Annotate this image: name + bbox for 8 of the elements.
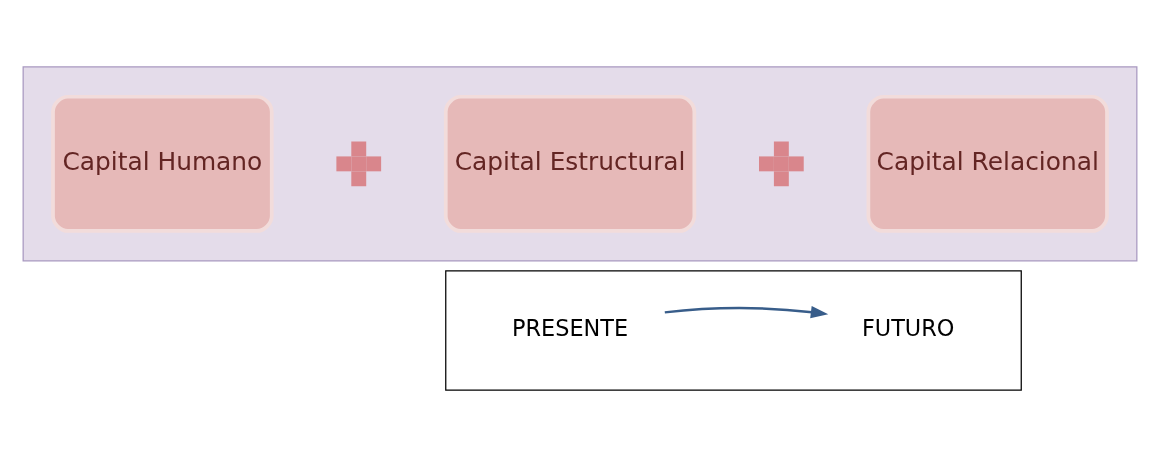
node-box: Capital Estructural bbox=[443, 94, 697, 233]
node-box: Capital Relacional bbox=[866, 94, 1109, 233]
cluster bbox=[22, 65, 1138, 261]
cluster bbox=[445, 269, 1022, 391]
node-text: FUTURO bbox=[861, 314, 955, 341]
node-text: PRESENTE bbox=[512, 314, 629, 341]
node-box: Capital Humano bbox=[51, 94, 274, 233]
arrow bbox=[664, 305, 829, 318]
